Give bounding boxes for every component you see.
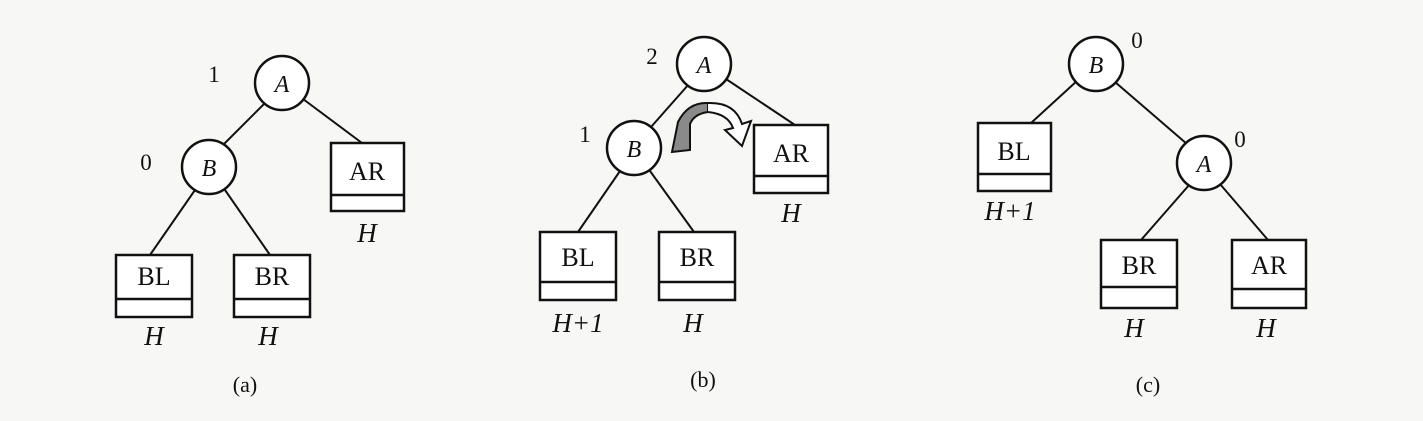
node-a: A <box>675 35 733 93</box>
edge-b-to-bl <box>1030 79 1079 124</box>
balance-factor-a: 1 <box>208 62 220 87</box>
height-label-bl: H+1 <box>983 196 1035 226</box>
subtree-box <box>538 230 618 302</box>
rotation-arrow-icon <box>670 101 753 154</box>
node-b: B <box>180 138 238 196</box>
edge-a-to-b <box>222 100 268 146</box>
subtree-label: AR <box>1251 251 1288 280</box>
height-label-bl: H+1 <box>551 308 603 338</box>
edge-a-to-ar <box>1219 183 1269 241</box>
node-label: B <box>1089 53 1104 79</box>
subtree-br: BR <box>1099 238 1179 310</box>
node-label: A <box>695 53 712 79</box>
edge-b-to-br <box>649 170 695 233</box>
node-b: B <box>605 119 663 177</box>
balance-factor-b: 1 <box>579 122 591 147</box>
edge-a-to-b <box>650 83 690 128</box>
subtree-box <box>657 230 737 302</box>
subtree-label: BR <box>1122 251 1157 280</box>
caption-c: (c) <box>1136 372 1160 397</box>
edge-a-to-br <box>1140 183 1191 241</box>
node-b: B <box>1067 35 1125 93</box>
subtree-bl: BL <box>976 121 1053 193</box>
subtree-ar: AR <box>752 123 830 195</box>
subtree-br: BR <box>232 253 312 319</box>
subtree-ar: AR <box>1230 238 1308 310</box>
subtree-box <box>232 253 312 319</box>
height-label-br: H <box>1123 313 1145 343</box>
subtree-br: BR <box>657 230 737 302</box>
node-label: A <box>1195 152 1212 178</box>
subtree-box <box>752 123 830 195</box>
subtree-label: BL <box>997 137 1030 166</box>
height-label-br: H <box>257 321 279 351</box>
balance-factor-b: 0 <box>1131 28 1143 53</box>
panel-a: A 1 B 0 AR H BL H BR H (a) <box>114 54 406 397</box>
edge-a-to-ar <box>298 95 363 144</box>
subtree-label: BL <box>137 262 170 291</box>
subtree-label: BR <box>680 243 715 272</box>
caption-a: (a) <box>233 372 257 397</box>
edge-b-to-bl <box>149 189 196 256</box>
subtree-box <box>1099 238 1179 310</box>
height-label-ar: H <box>780 198 802 228</box>
node-circle <box>605 119 663 177</box>
subtree-label: BL <box>561 243 594 272</box>
balance-factor-a: 0 <box>1234 127 1246 152</box>
node-label: A <box>273 72 290 98</box>
node-circle <box>180 138 238 196</box>
panel-c: B 0 A 0 BL H+1 BR H AR H (c) <box>976 28 1308 397</box>
node-circle <box>675 35 733 93</box>
balance-factor-b: 0 <box>140 150 152 175</box>
subtree-bl: BL <box>538 230 618 302</box>
node-circle <box>253 54 311 112</box>
balance-factor-a: 2 <box>646 44 658 69</box>
edge-b-to-a <box>1114 81 1188 145</box>
panel-b: A 2 B 1 AR H BL H+1 BR H (b) <box>538 35 830 392</box>
subtree-label: AR <box>349 157 386 186</box>
height-label-ar: H <box>1255 313 1277 343</box>
subtree-box <box>976 121 1053 193</box>
subtree-box <box>1230 238 1308 310</box>
height-label-br: H <box>682 308 704 338</box>
node-label: B <box>202 156 217 182</box>
subtree-box <box>114 253 194 319</box>
height-label-ar: H <box>356 218 378 248</box>
subtree-ar: AR <box>329 141 406 213</box>
node-a: A <box>1175 134 1233 192</box>
subtree-label: AR <box>773 139 810 168</box>
edge-b-to-br <box>224 189 271 256</box>
subtree-box <box>329 141 406 213</box>
height-label-bl: H <box>143 321 165 351</box>
node-circle <box>1175 134 1233 192</box>
subtree-label: BR <box>255 262 290 291</box>
node-circle <box>1067 35 1125 93</box>
subtree-bl: BL <box>114 253 194 319</box>
node-label: B <box>627 137 642 163</box>
node-a: A <box>253 54 311 112</box>
caption-b: (b) <box>690 367 716 392</box>
edge-a-to-ar <box>725 78 796 126</box>
edge-b-to-bl <box>577 170 621 233</box>
